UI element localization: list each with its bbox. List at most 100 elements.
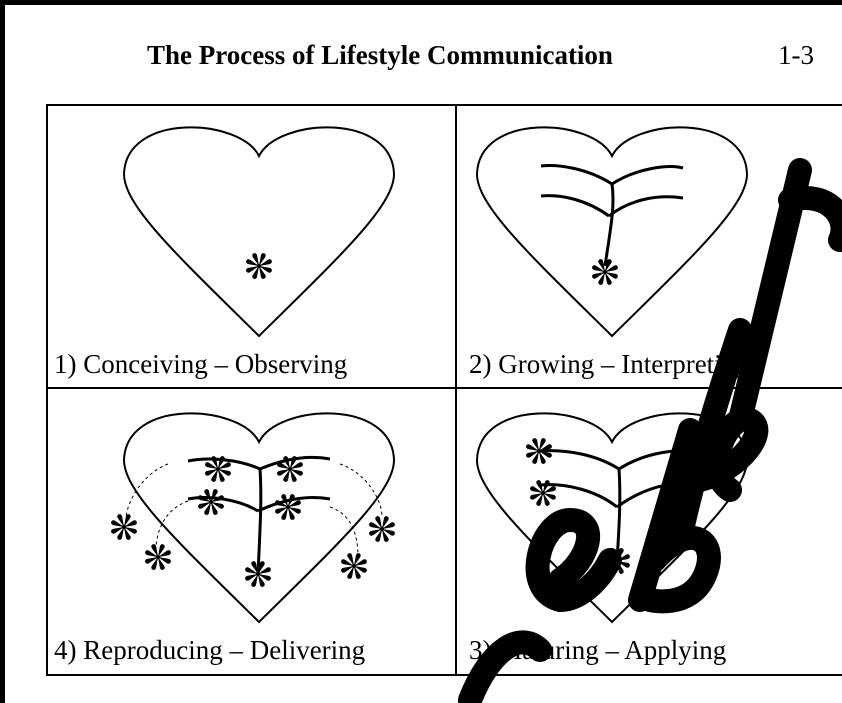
- heart-outline: [475, 126, 749, 338]
- asterisk-petal: [592, 272, 605, 279]
- asterisk-petal: [158, 544, 165, 557]
- flower-asterisk: [277, 456, 303, 482]
- asterisk-petal: [211, 469, 218, 482]
- page-number: 1-3: [778, 40, 814, 70]
- asterisk-petal: [275, 500, 288, 507]
- asterisk-petal: [124, 514, 131, 527]
- asterisk-petal: [369, 529, 382, 536]
- seed-asterisk: [245, 561, 271, 587]
- asterisk-petal: [375, 529, 382, 542]
- asterisk-petal: [158, 557, 165, 570]
- asterisk-center: [155, 554, 161, 560]
- asterisk-petal: [532, 438, 539, 451]
- asterisk-petal: [598, 272, 605, 285]
- asterisk-petal: [277, 462, 290, 469]
- asterisk-petal: [288, 500, 301, 507]
- asterisk-petal: [382, 516, 389, 529]
- asterisk-petal: [532, 451, 539, 464]
- asterisk-petal: [539, 451, 546, 464]
- flower-asterisk: [198, 489, 224, 515]
- asterisk-petal: [246, 266, 259, 273]
- process-grid: 1) Conceiving – Observing 2) Growing – I…: [46, 104, 842, 676]
- panel-caption: 3) Maturing – Applying: [469, 635, 727, 665]
- flower-asterisk: [530, 480, 556, 506]
- frame-top-border: [0, 0, 842, 5]
- asterisk-center: [285, 504, 291, 510]
- asterisk-petal: [259, 266, 272, 273]
- panel-caption: 4) Reproducing – Delivering: [54, 635, 366, 665]
- asterisk-petal: [211, 502, 218, 515]
- asterisk-petal: [341, 566, 354, 573]
- asterisk-petal: [354, 553, 361, 566]
- asterisk-petal: [258, 574, 271, 581]
- asterisk-petal: [151, 544, 158, 557]
- asterisk-petal: [598, 259, 605, 272]
- flower-asterisk: [205, 456, 231, 482]
- seed-asterisk: [246, 253, 272, 279]
- sprout-seed-asterisk: [592, 259, 618, 285]
- asterisk-petal: [259, 253, 266, 266]
- heart-outline: [122, 126, 396, 338]
- asterisk-center: [602, 269, 608, 275]
- asterisk-petal: [543, 493, 550, 506]
- asterisk-petal: [198, 502, 211, 509]
- asterisk-petal: [347, 553, 354, 566]
- asterisk-petal: [258, 574, 265, 587]
- asterisk-petal: [117, 527, 124, 540]
- asterisk-petal: [526, 451, 539, 458]
- asterisk-center: [208, 499, 214, 505]
- asterisk-petal: [259, 259, 272, 266]
- asterisk-petal: [530, 486, 543, 493]
- asterisk-petal: [536, 493, 543, 506]
- asterisk-petal: [111, 527, 124, 534]
- asterisk-petal: [605, 265, 618, 272]
- asterisk-petal: [539, 438, 546, 451]
- asterisk-petal: [158, 550, 171, 557]
- asterisk-center: [121, 524, 127, 530]
- asterisk-petal: [277, 469, 290, 476]
- asterisk-petal: [290, 469, 297, 482]
- flower-asterisk: [275, 494, 301, 520]
- asterisk-petal: [205, 462, 218, 469]
- asterisk-petal: [111, 520, 124, 527]
- asterisk-petal: [288, 507, 295, 520]
- asterisk-petal: [211, 502, 224, 509]
- asterisk-petal: [204, 489, 211, 502]
- asterisk-petal: [204, 502, 211, 515]
- asterisk-petal: [218, 462, 231, 469]
- heart-seed-illustration: [122, 126, 396, 338]
- asterisk-petal: [124, 520, 137, 527]
- asterisk-petal: [145, 550, 158, 557]
- page-title: The Process of Lifestyle Communication: [147, 40, 613, 70]
- asterisk-petal: [281, 494, 288, 507]
- asterisk-center: [255, 571, 261, 577]
- asterisk-petal: [347, 566, 354, 579]
- asterisk-center: [215, 466, 221, 472]
- asterisk-petal: [605, 272, 618, 279]
- asterisk-petal: [211, 456, 218, 469]
- asterisk-petal: [251, 561, 258, 574]
- asterisk-petal: [124, 527, 131, 540]
- asterisk-center: [536, 448, 542, 454]
- asterisk-petal: [539, 451, 552, 458]
- asterisk-petal: [543, 493, 556, 500]
- asterisk-petal: [211, 495, 224, 502]
- asterisk-center: [379, 526, 385, 532]
- asterisk-petal: [283, 456, 290, 469]
- asterisk-petal: [605, 272, 612, 285]
- asterisk-petal: [211, 489, 218, 502]
- flower-asterisk: [526, 438, 552, 464]
- asterisk-petal: [543, 480, 550, 493]
- asterisk-petal: [605, 259, 612, 272]
- asterisk-petal: [382, 522, 395, 529]
- seed-asterisk: [111, 514, 137, 540]
- plant-branches: [538, 449, 694, 562]
- asterisk-petal: [252, 266, 259, 279]
- asterisk-petal: [218, 469, 231, 476]
- asterisk-petal: [283, 469, 290, 482]
- seed-asterisk: [341, 553, 367, 579]
- flower-asterisk: [666, 474, 692, 500]
- asterisk-petal: [526, 444, 539, 451]
- frame-left-border: [0, 0, 5, 703]
- asterisk-petal: [354, 566, 361, 579]
